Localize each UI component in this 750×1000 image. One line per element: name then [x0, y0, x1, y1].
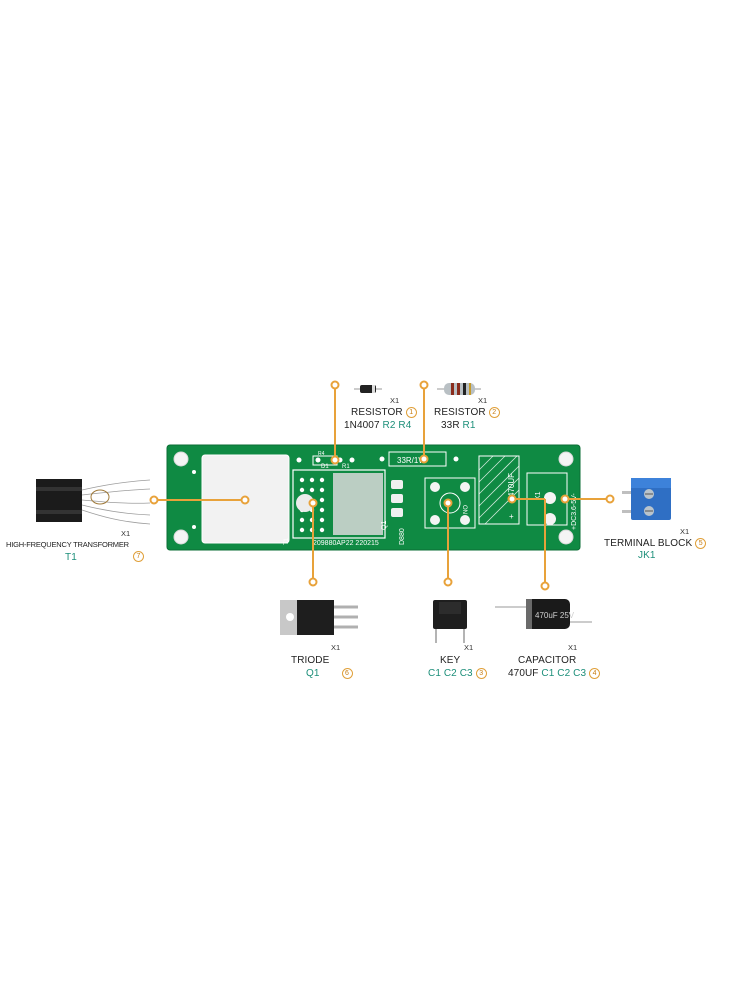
capacitor-value: 470UF	[508, 668, 539, 679]
silk-q1: Q1	[381, 521, 388, 530]
transformer-name: HIGH-FREQUENCY TRANSFORMER	[6, 540, 129, 549]
mounting-hole	[558, 451, 574, 467]
triode-refs: Q1	[306, 668, 320, 679]
terminal-block-image	[622, 478, 671, 520]
transformer-detail: T1	[65, 552, 77, 563]
triode-index: 6	[341, 668, 353, 679]
silk-r1: R1	[342, 464, 350, 470]
resistor-1-refs: R2 R4	[382, 420, 412, 431]
resistor-1-index: 1	[405, 407, 417, 418]
key-qty: X1	[464, 643, 474, 652]
triode-detail: Q1 6	[306, 668, 353, 679]
resistor-2-value: 33R	[441, 420, 460, 431]
capacitor-qty: X1	[568, 643, 578, 652]
key-image	[433, 600, 467, 643]
silk-d880: D880	[399, 528, 406, 545]
triode-image	[280, 600, 358, 635]
silk-resistor-box: 33R/1W	[397, 456, 426, 465]
transformer-index-wrap: 7	[130, 551, 144, 562]
pcb-board: T1 D1 R4 R1 209880AP22 220215 Q1 D880 33…	[166, 444, 581, 551]
key-index: 3	[475, 668, 487, 679]
leader-dots	[149, 380, 615, 591]
capacitor-body-text: 470uF 25V	[535, 611, 575, 620]
key-name: KEY	[440, 655, 461, 666]
terminal-block-name: TERMINAL BLOCK	[604, 538, 693, 549]
resistor-1-value: 1N4007	[344, 420, 380, 431]
transformer-image	[36, 479, 151, 525]
resistor-1-qty: X1	[390, 396, 400, 405]
triode-name: TRIODE	[291, 655, 330, 666]
silk-dc: +DC3.6-5V-	[571, 493, 578, 530]
capacitor-index: 4	[589, 668, 601, 679]
terminal-block-refs: JK1	[638, 550, 656, 561]
terminal-block-index: 5	[695, 538, 707, 549]
resistor-1-detail: 1N4007 R2 R4	[344, 420, 411, 431]
mounting-hole	[173, 529, 189, 545]
transformer-refs: T1	[65, 552, 77, 563]
silk-r4: R4	[318, 451, 325, 457]
resistor-2-detail: 33R R1	[441, 420, 476, 431]
terminal-block-detail: JK1	[638, 550, 656, 561]
key-refs: C1 C2 C3	[428, 668, 473, 679]
silk-cap: 470UF	[507, 473, 516, 497]
silk-d1: D1	[321, 464, 329, 470]
resistor-2-index: 2	[488, 407, 500, 418]
transformer-qty: X1	[121, 529, 131, 538]
silk-code: 209880AP22 220215	[313, 540, 379, 547]
triode-qty: X1	[331, 643, 341, 652]
leader-lines	[154, 385, 610, 586]
capacitor-image: 470uF 25V	[495, 599, 592, 629]
transformer-index: 7	[133, 551, 144, 562]
resistor-2-refs: R1	[462, 420, 476, 431]
resistor-1-name: RESISTOR	[351, 407, 403, 418]
resistor-2-name: RESISTOR	[434, 407, 486, 418]
capacitor-name: CAPACITOR	[518, 655, 577, 666]
capacitor-refs: C1 C2 C3	[541, 668, 587, 679]
silk-t1: T1	[284, 537, 290, 545]
q1-footprint	[292, 469, 386, 539]
silk-on: ON	[461, 505, 467, 514]
resistor-image	[437, 383, 481, 395]
key-footprint	[424, 477, 476, 529]
diode-image	[354, 385, 382, 393]
resistor-2-qty: X1	[478, 396, 488, 405]
mounting-hole	[173, 451, 189, 467]
mounting-hole	[558, 529, 574, 545]
terminal-block-qty: X1	[680, 527, 690, 536]
silk-plus: +	[509, 512, 514, 521]
silk-k1: K1	[535, 491, 542, 500]
